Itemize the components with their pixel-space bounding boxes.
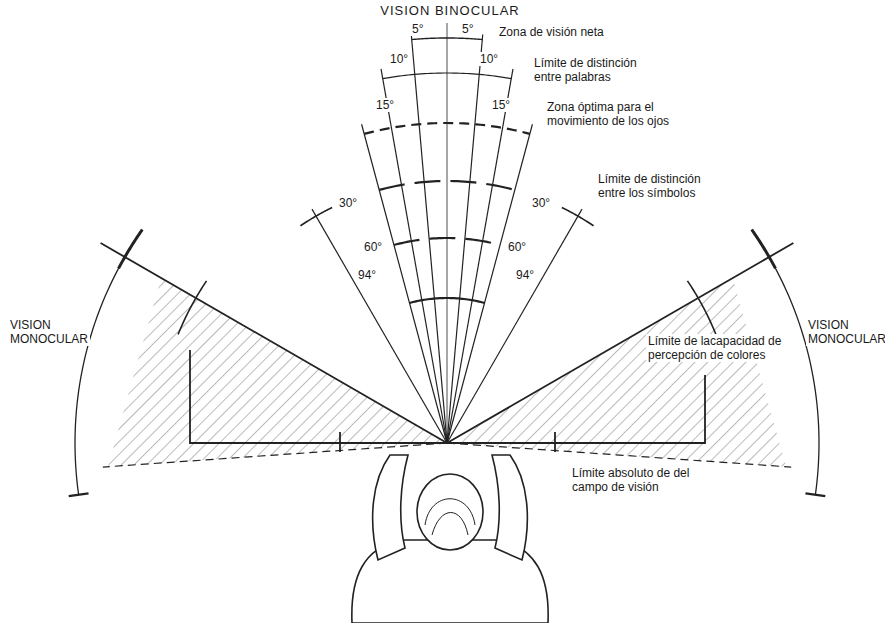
- zone-note: Límite absoluto de del campo de visión: [570, 466, 699, 494]
- hatched-zone: [108, 278, 447, 467]
- angle-arc: [379, 181, 515, 190]
- zone-note: Límite de distinción entre los símbolos: [596, 172, 730, 200]
- sight-ray: [447, 243, 793, 443]
- angle-value: 15°: [490, 98, 512, 112]
- angle-arc: [119, 230, 143, 269]
- angle-value: 10°: [478, 52, 500, 66]
- angle-value: 60°: [362, 240, 384, 254]
- angle-value: 30°: [337, 196, 359, 210]
- angle-arc: [409, 298, 484, 303]
- angle-arc: [300, 208, 332, 226]
- zone-note: Límite de lacapacidad de percepción de c…: [646, 334, 790, 362]
- zone-note: Zona óptima para el movimiento de los oj…: [545, 100, 689, 128]
- person-top-view: [352, 455, 548, 623]
- angle-arc: [752, 230, 819, 495]
- angle-value: 5°: [410, 22, 425, 36]
- zone-heading: VISION MONOCULAR: [8, 318, 90, 346]
- angle-value: 30°: [530, 196, 552, 210]
- angle-value: 60°: [506, 240, 528, 254]
- angle-value: 15°: [374, 98, 396, 112]
- arc-end-tick: [69, 493, 89, 496]
- sight-ray: [447, 124, 532, 443]
- center-axis: [447, 23, 448, 443]
- angle-arc: [178, 281, 206, 335]
- angle-arc: [687, 281, 715, 335]
- angle-value: 10°: [388, 52, 410, 66]
- sight-ray: [101, 243, 447, 443]
- sight-ray: [312, 209, 447, 443]
- angle-value: 94°: [514, 268, 536, 282]
- angle-arc: [752, 230, 776, 269]
- angle-arc: [394, 238, 500, 245]
- sight-ray: [362, 124, 447, 443]
- angle-arc: [75, 230, 142, 495]
- zone-heading: VISION MONOCULAR: [806, 318, 880, 346]
- angle-arc: [412, 38, 483, 40]
- sight-ray: [447, 209, 582, 443]
- title: VISION BINOCULAR: [340, 4, 560, 18]
- angle-value: 94°: [356, 268, 378, 282]
- zone-note: Zona de visión neta: [497, 25, 631, 39]
- angle-value: 5°: [460, 22, 475, 36]
- hatched-zone: [447, 278, 786, 467]
- field-lines: [69, 23, 826, 496]
- zone-note: Límite de distinción entre palabras: [532, 56, 661, 84]
- angle-arc: [562, 208, 594, 226]
- arc-end-tick: [805, 493, 825, 496]
- angle-arc: [364, 123, 530, 134]
- angle-arc: [383, 73, 512, 79]
